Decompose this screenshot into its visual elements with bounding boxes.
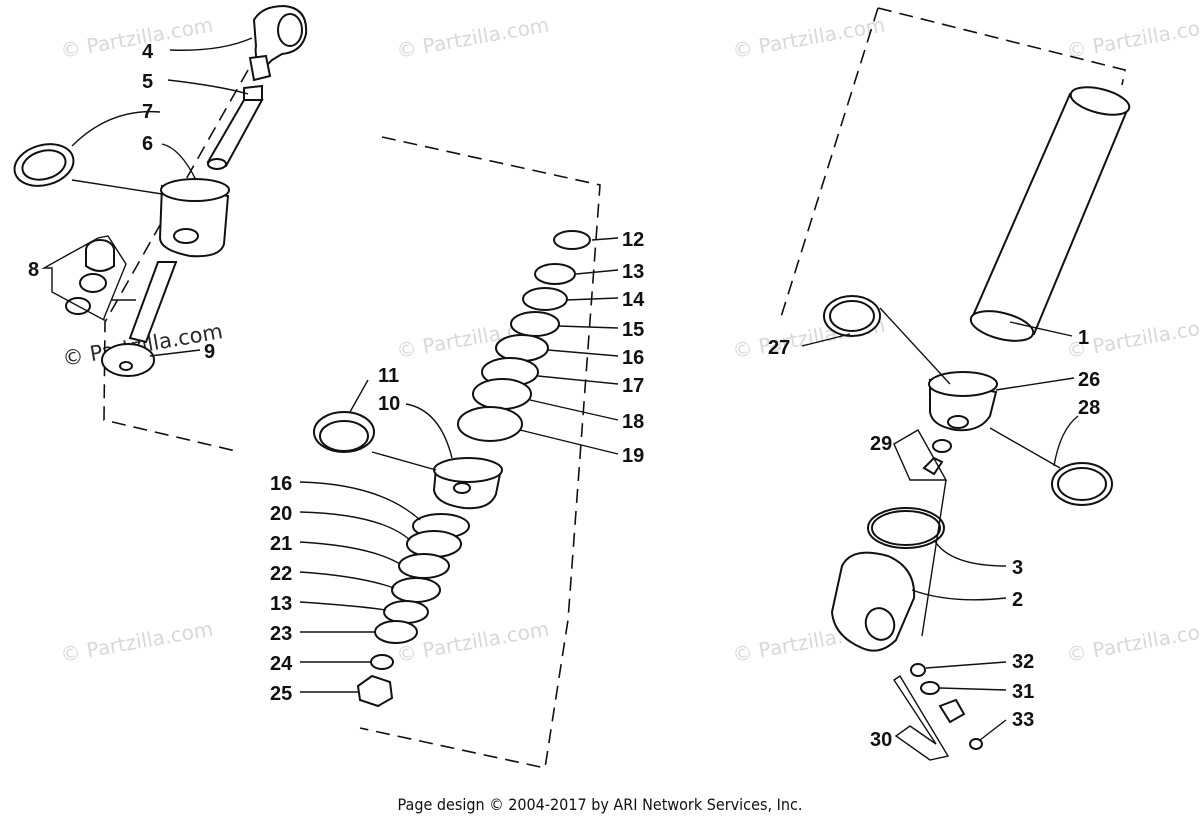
grease-washer: [920, 681, 940, 695]
rod-end-bore: [277, 13, 303, 47]
shock-head-bore: [173, 228, 199, 244]
callout-label: 15: [622, 319, 644, 341]
piston-center: [453, 482, 471, 494]
washer-12: [553, 230, 591, 250]
callout-label: 23: [270, 623, 292, 645]
middle-assembly: [299, 230, 619, 708]
valve-washer: [932, 439, 952, 453]
callout-label: 16: [622, 347, 644, 369]
washer-20: [406, 530, 462, 558]
outline-right: [877, 7, 1126, 86]
shock-body-tube: [970, 92, 1130, 336]
washer-22: [391, 577, 441, 603]
bottom-eye-hole: [864, 607, 896, 641]
piston-top: [433, 457, 503, 483]
callout-label: 33: [1012, 709, 1034, 731]
retaining-ring-inner: [829, 300, 875, 332]
piston-ring-inner: [319, 420, 369, 452]
callout-label: 25: [270, 683, 292, 705]
watermark: © Partzilla.com: [1065, 12, 1200, 62]
callout-label: 19: [622, 445, 644, 467]
piston-nut-hole: [119, 361, 133, 371]
lower-shaft: [128, 261, 178, 344]
washer-18: [472, 378, 532, 410]
callout-label: 2: [1012, 589, 1023, 611]
upper-shaft-end: [207, 158, 227, 170]
watermark: © Partzilla.com: [1065, 616, 1200, 666]
right-assembly: [801, 86, 1131, 761]
upper-shaft: [206, 99, 264, 168]
washer-13: [534, 263, 576, 285]
callout-label: 7: [142, 101, 153, 123]
callout-label: 24: [270, 653, 293, 675]
outline-right-lower: [779, 7, 879, 321]
callout-label: 22: [270, 563, 292, 585]
o-ring-inner: [1057, 467, 1107, 501]
callout-label: 11: [378, 365, 399, 387]
rod-end-neck: [248, 54, 272, 82]
shock-head-top: [160, 178, 230, 202]
watermark: © Partzilla.com: [395, 616, 551, 666]
callout-label: 20: [270, 503, 292, 525]
washer-15: [510, 311, 560, 337]
washer-21: [398, 553, 450, 579]
callout-label: 31: [1012, 681, 1034, 703]
callout-label: 21: [270, 533, 292, 555]
callout-label: 12: [622, 229, 644, 251]
washer-24: [370, 654, 394, 670]
lock-nut: [356, 674, 394, 708]
callout-label: 5: [142, 71, 153, 93]
end-cap-top: [928, 371, 998, 397]
callout-label: 17: [622, 375, 644, 397]
callout-label: 9: [204, 341, 215, 363]
page-footer: Page design © 2004-2017 by ARI Network S…: [397, 795, 803, 814]
callout-label: 4: [142, 41, 154, 63]
shock-body-top: [1069, 86, 1131, 116]
callout-label: 18: [622, 411, 644, 433]
grease-cap: [969, 738, 983, 750]
washer-14: [522, 287, 568, 311]
callout-label: 16: [270, 473, 292, 495]
callout-label: 30: [870, 729, 892, 751]
bottom-seal-inner: [871, 510, 941, 546]
callout-label: 1: [1078, 327, 1089, 349]
callout-label: 32: [1012, 651, 1034, 673]
callout-label: 13: [622, 261, 644, 283]
seal-ring-inner: [21, 149, 67, 181]
callout-label: 8: [28, 259, 39, 281]
callout-label: 29: [870, 433, 892, 455]
grease-fitting: [938, 698, 966, 724]
washer-19: [457, 406, 523, 442]
bushing-body: [85, 250, 115, 272]
callout-label: 6: [142, 133, 153, 155]
watermark: © Partzilla.com: [395, 12, 551, 62]
callout-label: 14: [622, 289, 645, 311]
callout-label: 28: [1078, 397, 1100, 419]
callout-label: 13: [270, 593, 292, 615]
bushing: [79, 273, 107, 293]
washer-13b: [383, 600, 429, 624]
watermark: © Partzilla.com: [59, 616, 215, 666]
washer-16: [495, 334, 549, 362]
grease-ball: [910, 663, 926, 677]
callout-label: 27: [768, 337, 790, 359]
callout-label: 3: [1012, 557, 1023, 579]
watermark: © Partzilla.com: [59, 12, 215, 62]
shock-body-bottom: [969, 310, 1035, 342]
callout-label: 26: [1078, 369, 1100, 391]
washer-23: [374, 620, 418, 644]
end-cap-bore: [947, 415, 969, 429]
callout-label: 10: [378, 393, 400, 415]
valve-stem: [922, 456, 944, 476]
callout-labels: 4 5 7 6 8 9 11 10 12 13 14 15 16 17 18 1…: [28, 41, 1100, 751]
left-assembly: [13, 4, 308, 377]
piston-nut: [101, 343, 155, 377]
